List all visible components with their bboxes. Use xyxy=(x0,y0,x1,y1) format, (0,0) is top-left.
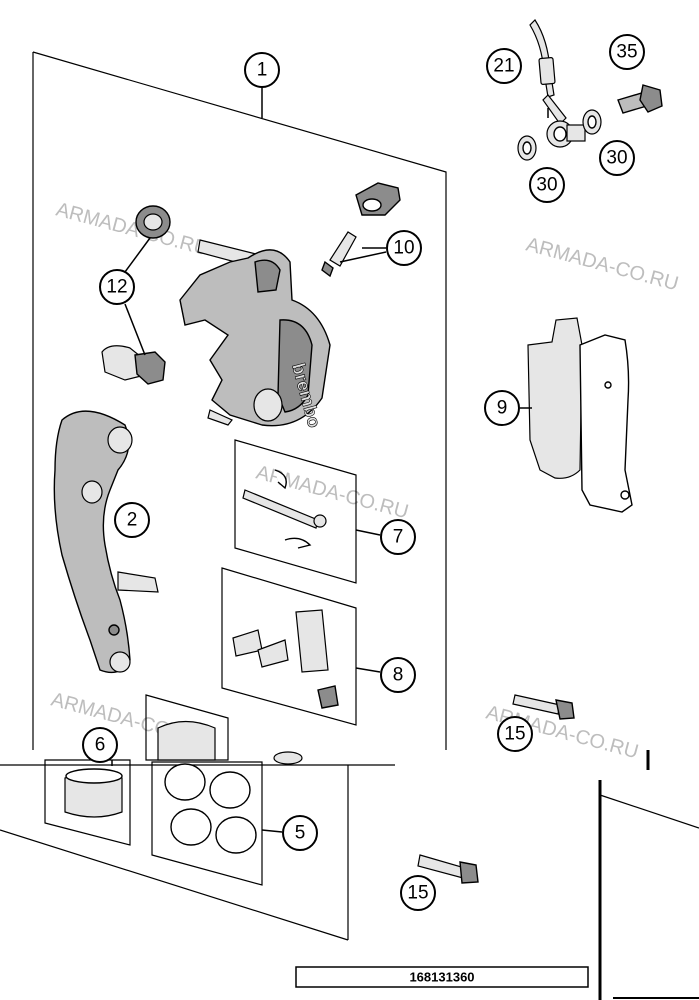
banjo-hole xyxy=(553,126,567,142)
caliper-bolt-nut xyxy=(134,351,166,385)
svg-text:5: 5 xyxy=(295,823,306,844)
boot-seal-inner xyxy=(143,213,163,231)
callout-12: 12 xyxy=(99,269,135,305)
svg-text:30: 30 xyxy=(606,148,627,169)
callout-1: 1 xyxy=(244,52,280,88)
brake-pad-front xyxy=(527,317,583,479)
caliper-pin-boss xyxy=(254,259,281,293)
callout-5: 5 xyxy=(282,815,318,851)
bracket-pin xyxy=(117,571,159,593)
drawing-number-box: 168131360 xyxy=(295,966,589,988)
watermark-1: ARMADA-CO.RU xyxy=(54,199,211,261)
svg-text:10: 10 xyxy=(393,238,414,259)
copper-washer-left-hole xyxy=(522,141,532,155)
pad-retaining-pin xyxy=(242,489,319,529)
svg-text:15: 15 xyxy=(504,724,525,745)
banjo-body xyxy=(566,124,586,142)
pad-spring-frame xyxy=(221,567,357,726)
bolt-15-lower-head xyxy=(459,861,479,884)
bolt-15-upper-shank xyxy=(512,694,561,715)
bleeder-screw xyxy=(329,231,357,267)
svg-text:30: 30 xyxy=(536,175,557,196)
caliper-foot xyxy=(207,409,233,426)
piston-top xyxy=(65,768,123,784)
brake-pad-back xyxy=(579,334,633,513)
svg-text:2: 2 xyxy=(127,510,138,531)
leader-5 xyxy=(261,829,283,833)
leader-10b xyxy=(339,251,387,263)
callout-8: 8 xyxy=(380,657,416,693)
brake-line-pipe xyxy=(542,94,567,125)
pin-kit-frame xyxy=(234,439,357,584)
callout-15-lower: 15 xyxy=(400,875,436,911)
svg-text:7: 7 xyxy=(393,527,404,548)
svg-text:9: 9 xyxy=(497,398,508,419)
callout-9: 9 xyxy=(484,390,520,426)
seal-ring-3 xyxy=(170,808,212,846)
seal-kit-frame xyxy=(151,761,263,886)
right-frame-edge xyxy=(599,794,699,829)
bolt-15-lower-shank xyxy=(417,854,466,879)
svg-text:6: 6 xyxy=(95,735,106,756)
leader-8 xyxy=(355,667,381,673)
cotter-pin-lower xyxy=(284,537,312,549)
bleeder-cap-hole xyxy=(362,198,382,212)
seal-partial xyxy=(273,751,303,765)
watermark-2: ARMADA-CO.RU xyxy=(524,234,681,296)
callout-21: 21 xyxy=(486,48,522,84)
pad-rivet-1 xyxy=(604,381,612,389)
drawing-number: 168131360 xyxy=(409,970,474,985)
leader-12b xyxy=(124,303,146,356)
pad-spring-clip-right xyxy=(257,639,289,668)
seal-ring-1 xyxy=(164,763,206,801)
seal-ring-4 xyxy=(215,816,257,854)
svg-text:15: 15 xyxy=(407,883,428,904)
copper-washer-right-hole xyxy=(587,115,597,129)
pad-rivet-2 xyxy=(620,490,630,500)
svg-text:12: 12 xyxy=(106,277,127,298)
leader-12a xyxy=(124,237,151,273)
callout-15-upper: 15 xyxy=(497,716,533,752)
pin-head xyxy=(313,514,327,528)
svg-text:1: 1 xyxy=(257,60,268,81)
caliper-piston-cap xyxy=(253,388,283,422)
leader-7 xyxy=(355,529,381,536)
lower-frame xyxy=(0,764,395,941)
bracket-middle-hole xyxy=(81,480,103,504)
piston-upper xyxy=(157,720,216,761)
callout-10: 10 xyxy=(386,230,422,266)
pad-spring-tab xyxy=(317,685,339,709)
brake-line-sleeve xyxy=(538,57,556,85)
caliper-bolt xyxy=(101,345,146,381)
callout-30-left: 30 xyxy=(529,167,565,203)
bracket-rivet xyxy=(108,624,120,636)
pad-spring-plate xyxy=(295,609,329,673)
callout-30-right: 30 xyxy=(599,140,635,176)
piston-kit-frame-upper xyxy=(145,694,229,761)
bolt-15-upper-head xyxy=(555,699,575,720)
caliper-side-face xyxy=(277,319,313,413)
bracket-upper-hole xyxy=(107,426,133,454)
callout-6: 6 xyxy=(82,727,118,763)
callout-7: 7 xyxy=(380,519,416,555)
banjo-bolt-head xyxy=(639,84,663,113)
pad-spring-clip-left xyxy=(232,629,263,657)
bracket-lower-hole xyxy=(109,651,131,673)
callout-35: 35 xyxy=(609,34,645,70)
seal-ring-2 xyxy=(209,771,251,809)
bleeder-tip xyxy=(321,260,334,278)
assembly-frame-1 xyxy=(32,51,447,750)
svg-text:8: 8 xyxy=(393,665,404,686)
cotter-pin-upper xyxy=(274,469,287,490)
svg-text:35: 35 xyxy=(616,42,637,63)
callout-2: 2 xyxy=(114,502,150,538)
svg-text:21: 21 xyxy=(493,56,514,77)
